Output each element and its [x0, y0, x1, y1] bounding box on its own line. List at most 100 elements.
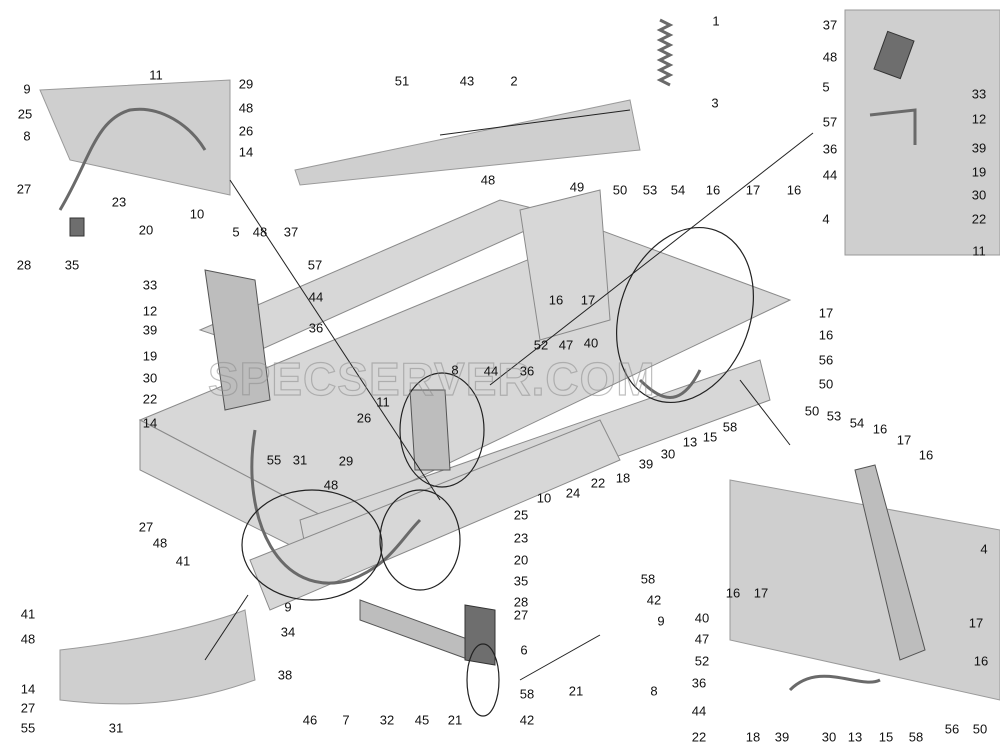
- callout-16: 16: [549, 292, 563, 307]
- inset-bottom-left: [59, 609, 256, 705]
- callout-57: 57: [308, 257, 322, 272]
- detail-circle-fitting: [466, 643, 500, 717]
- callout-14: 14: [239, 144, 253, 159]
- callout-57: 57: [823, 114, 837, 129]
- callout-3: 3: [711, 95, 718, 110]
- callout-2: 2: [510, 73, 517, 88]
- callout-14: 14: [21, 681, 35, 696]
- callout-40: 40: [584, 335, 598, 350]
- callout-1: 1: [712, 13, 719, 28]
- callout-48: 48: [21, 631, 35, 646]
- callout-48: 48: [324, 477, 338, 492]
- detail-circle-joint: [379, 489, 461, 591]
- callout-16: 16: [787, 182, 801, 197]
- callout-17: 17: [754, 585, 768, 600]
- callout-17: 17: [897, 432, 911, 447]
- callout-21: 21: [569, 683, 583, 698]
- inset-br-panel: [729, 479, 1000, 701]
- callout-52: 52: [695, 653, 709, 668]
- callout-8: 8: [650, 683, 657, 698]
- callout-13: 13: [683, 434, 697, 449]
- bracket-left: [204, 269, 271, 411]
- callout-37: 37: [284, 224, 298, 239]
- callout-17: 17: [969, 615, 983, 630]
- callout-55: 55: [21, 720, 35, 735]
- chassis-frame: [138, 189, 792, 666]
- callout-26: 26: [357, 410, 371, 425]
- callout-21: 21: [448, 712, 462, 727]
- frame-rail-back: [519, 189, 611, 341]
- detail-circle-cylinder: [616, 226, 754, 404]
- callout-48: 48: [239, 100, 253, 115]
- callout-46: 46: [303, 712, 317, 727]
- callout-54: 54: [850, 415, 864, 430]
- callout-17: 17: [581, 292, 595, 307]
- callout-48: 48: [481, 172, 495, 187]
- callout-58: 58: [520, 686, 534, 701]
- callout-41: 41: [21, 606, 35, 621]
- callout-25: 25: [18, 106, 32, 121]
- callout-16: 16: [819, 327, 833, 342]
- callout-31: 31: [293, 452, 307, 467]
- callout-16: 16: [873, 421, 887, 436]
- bracket-mid: [409, 389, 451, 471]
- callout-36: 36: [692, 675, 706, 690]
- callout-56: 56: [819, 352, 833, 367]
- callout-43: 43: [460, 73, 474, 88]
- callout-13: 13: [848, 729, 862, 744]
- callout-19: 19: [143, 348, 157, 363]
- valve-block: [464, 604, 496, 666]
- callout-30: 30: [972, 187, 986, 202]
- callout-54: 54: [671, 182, 685, 197]
- callout-44: 44: [692, 703, 706, 718]
- frame-lower-beam: [249, 419, 621, 611]
- callout-50: 50: [805, 403, 819, 418]
- callout-37: 37: [823, 17, 837, 32]
- callout-16: 16: [974, 653, 988, 668]
- callout-39: 39: [143, 322, 157, 337]
- callout-11: 11: [149, 67, 163, 82]
- callout-17: 17: [746, 182, 760, 197]
- callout-56: 56: [945, 721, 959, 736]
- callout-51: 51: [395, 73, 409, 88]
- callout-35: 35: [65, 257, 79, 272]
- callout-47: 47: [695, 631, 709, 646]
- bracket-arm: [359, 599, 471, 661]
- hose-loop: [250, 429, 422, 585]
- callout-22: 22: [591, 475, 605, 490]
- callout-20: 20: [139, 222, 153, 237]
- spring-coil-1: [656, 18, 674, 87]
- callout-40: 40: [695, 610, 709, 625]
- detail-circle-valve: [399, 372, 485, 488]
- callout-18: 18: [746, 729, 760, 744]
- callout-11: 11: [376, 394, 390, 409]
- callout-33: 33: [143, 277, 157, 292]
- leader-fitting: [519, 634, 601, 681]
- callout-48: 48: [153, 535, 167, 550]
- callout-29: 29: [239, 76, 253, 91]
- callout-39: 39: [972, 140, 986, 155]
- inset-tl-clamp: [69, 217, 85, 237]
- rod-bar: [294, 99, 641, 186]
- callout-50: 50: [819, 376, 833, 391]
- callout-33: 33: [972, 86, 986, 101]
- callout-42: 42: [520, 712, 534, 727]
- callout-48: 48: [823, 49, 837, 64]
- callout-30: 30: [143, 370, 157, 385]
- callout-36: 36: [520, 363, 534, 378]
- callout-20: 20: [514, 552, 528, 567]
- callout-58: 58: [641, 571, 655, 586]
- callout-23: 23: [112, 194, 126, 209]
- rod-line: [439, 109, 631, 136]
- callout-53: 53: [827, 408, 841, 423]
- inset-br-hose: [788, 674, 881, 692]
- callout-25: 25: [514, 507, 528, 522]
- callout-53: 53: [643, 182, 657, 197]
- callout-4: 4: [980, 541, 987, 556]
- hose-right: [638, 369, 702, 399]
- callout-35: 35: [514, 573, 528, 588]
- callout-31: 31: [109, 720, 123, 735]
- callout-10: 10: [190, 206, 204, 221]
